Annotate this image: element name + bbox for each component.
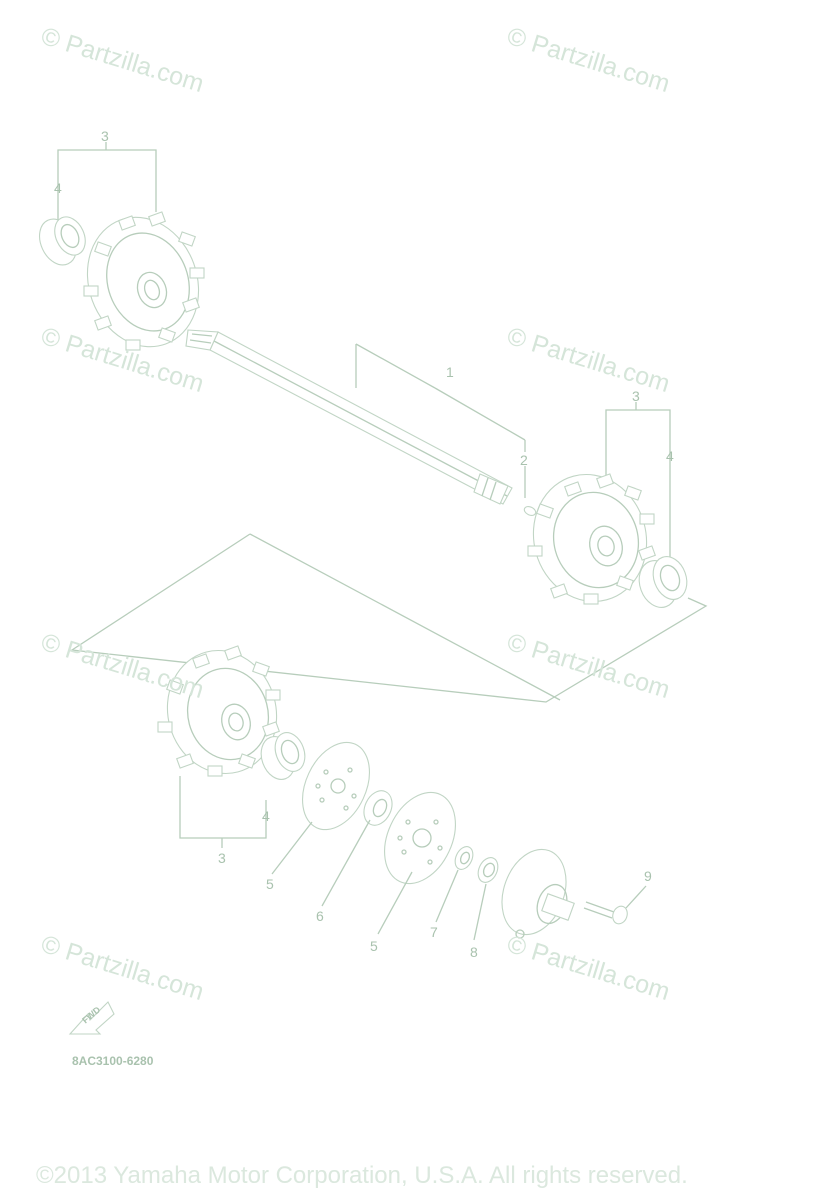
hub-housing xyxy=(501,848,575,939)
sprocket-upper-left xyxy=(83,211,205,351)
callout-7: 7 xyxy=(430,924,438,940)
callout-1: 1 xyxy=(446,364,454,380)
fwd-arrow-icon xyxy=(68,1001,115,1035)
callout-8: 8 xyxy=(470,944,478,960)
bearing-part-6 xyxy=(363,790,393,826)
bracket-upper-left xyxy=(57,142,157,222)
callout-4: 4 xyxy=(54,180,62,196)
nut-part-8 xyxy=(477,857,499,883)
bracket-lower xyxy=(179,776,267,848)
bracket-right xyxy=(605,402,671,578)
copyright-notice: ©2013 Yamaha Motor Corporation, U.S.A. A… xyxy=(36,1162,688,1189)
leader-lines-shaft xyxy=(355,343,526,498)
part-code: 8AC3100-6280 xyxy=(72,1054,154,1068)
callout-9: 9 xyxy=(644,868,652,884)
leader-lines-lower xyxy=(271,819,647,941)
assembly-outline xyxy=(70,533,708,703)
sprocket-right xyxy=(527,473,656,605)
sprocket-lower xyxy=(157,645,281,777)
callout-2: 2 xyxy=(520,452,528,468)
callout-3: 3 xyxy=(632,388,640,404)
callout-4: 4 xyxy=(666,448,674,464)
pin-part-2 xyxy=(523,506,537,516)
callout-6: 6 xyxy=(316,908,324,924)
callout-3: 3 xyxy=(218,850,226,866)
plate-lower xyxy=(384,791,456,885)
callout-5: 5 xyxy=(370,938,378,954)
washer-part-7 xyxy=(454,846,474,870)
callout-5: 5 xyxy=(266,876,274,892)
drive-shaft xyxy=(185,329,513,505)
callout-4: 4 xyxy=(262,808,270,824)
bearing-right xyxy=(638,556,688,608)
bolt-part-9 xyxy=(583,901,628,925)
bearing-upper-left xyxy=(39,216,86,266)
plate-upper xyxy=(302,741,370,831)
callout-3: 3 xyxy=(101,128,109,144)
bearing-lower xyxy=(260,732,306,780)
